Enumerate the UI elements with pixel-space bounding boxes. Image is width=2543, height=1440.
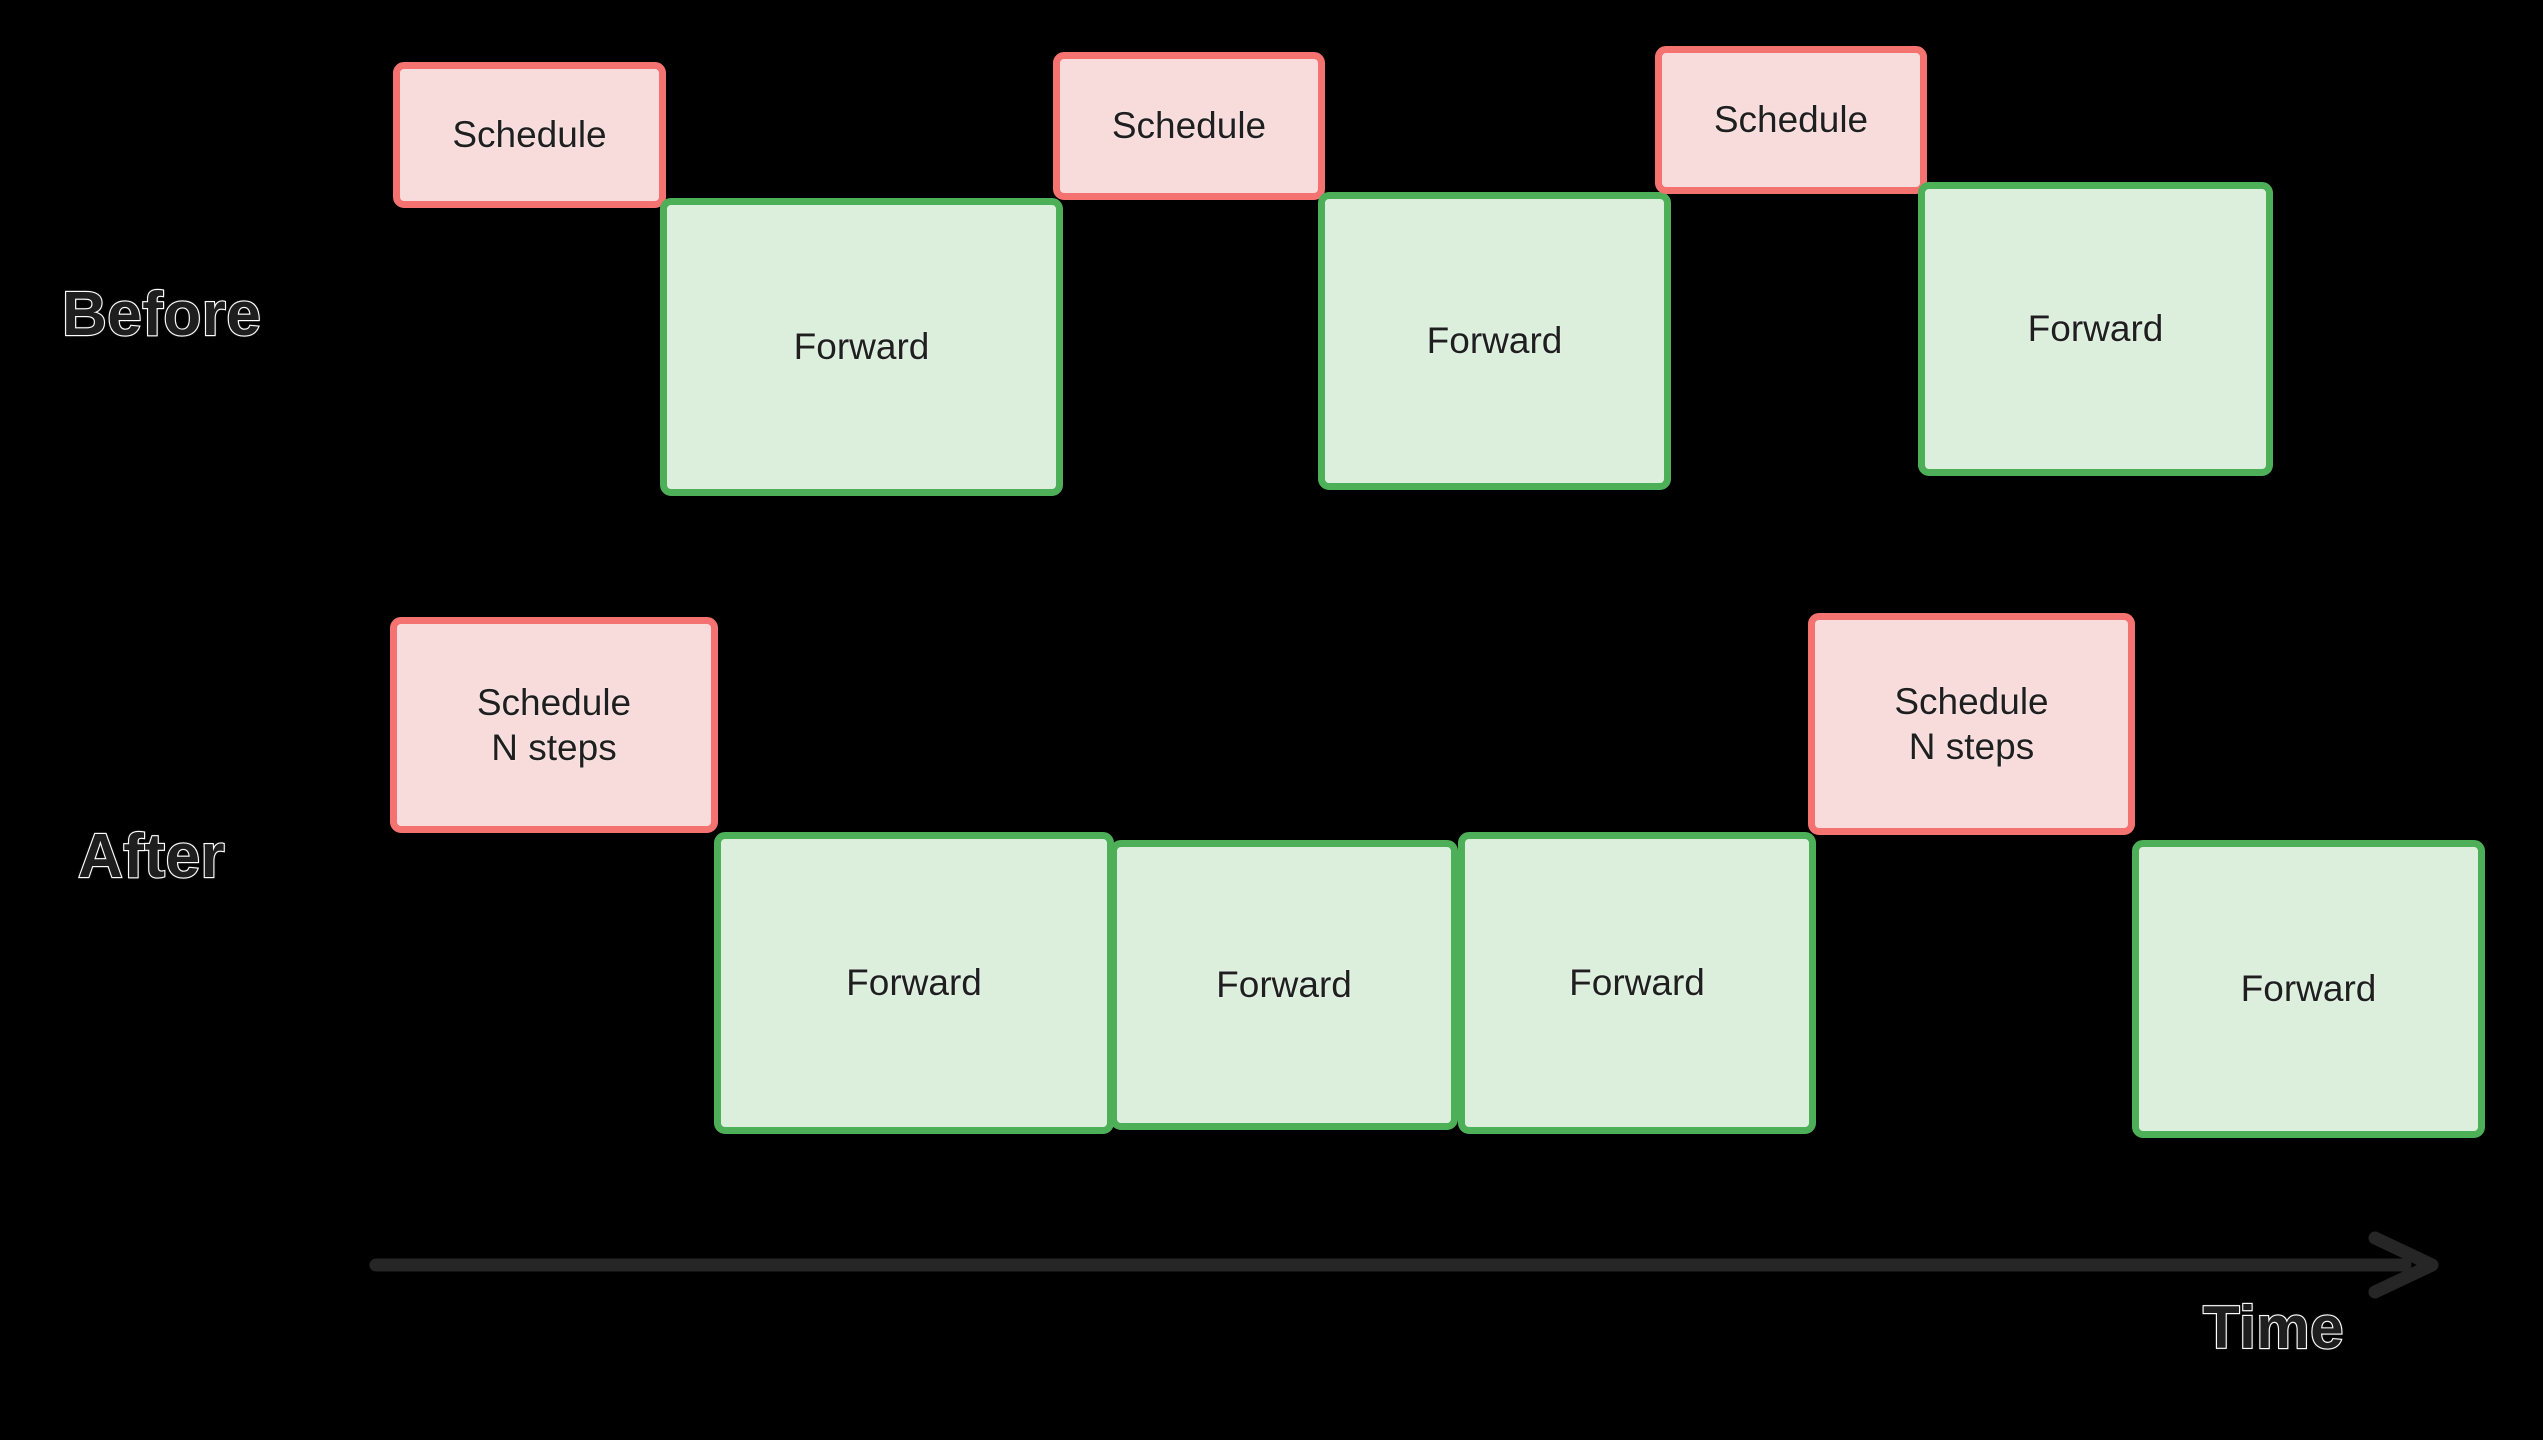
after-schedule-2-label: Schedule N steps (1894, 680, 2049, 767)
after-forward-1-label: Forward (846, 962, 982, 1004)
after-forward-2: Forward (1110, 840, 1458, 1130)
before-forward-1: Forward (660, 198, 1063, 496)
after-forward-2-label: Forward (1216, 964, 1352, 1006)
before-forward-3-label: Forward (2027, 308, 2164, 350)
before-forward-2: Forward (1318, 192, 1671, 490)
after-forward-3: Forward (1458, 832, 1816, 1134)
before-forward-1-label: Forward (793, 326, 930, 368)
after-forward-4: Forward (2132, 840, 2485, 1138)
after-schedule-1-label: Schedule N steps (476, 681, 632, 768)
before-schedule-1-label: Schedule (452, 114, 607, 156)
before-schedule-1: Schedule (393, 62, 666, 208)
time-axis-arrow (369, 1231, 2439, 1299)
after-forward-3-label: Forward (1569, 962, 1705, 1004)
row-label-after: After (77, 822, 226, 891)
before-schedule-3-label: Schedule (1713, 99, 1869, 141)
after-forward-1: Forward (714, 832, 1114, 1134)
after-forward-4-label: Forward (2240, 968, 2377, 1010)
time-axis-label: Time (2202, 1294, 2345, 1361)
after-schedule-1: Schedule N steps (390, 617, 718, 833)
row-label-before: Before (61, 280, 262, 349)
after-schedule-2: Schedule N steps (1808, 613, 2135, 835)
before-forward-3: Forward (1918, 182, 2273, 476)
arrow-right-icon (2368, 1231, 2439, 1299)
before-schedule-3: Schedule (1655, 46, 1927, 194)
before-forward-2-label: Forward (1426, 320, 1563, 362)
before-schedule-2: Schedule (1053, 52, 1325, 200)
before-schedule-2-label: Schedule (1111, 105, 1267, 147)
